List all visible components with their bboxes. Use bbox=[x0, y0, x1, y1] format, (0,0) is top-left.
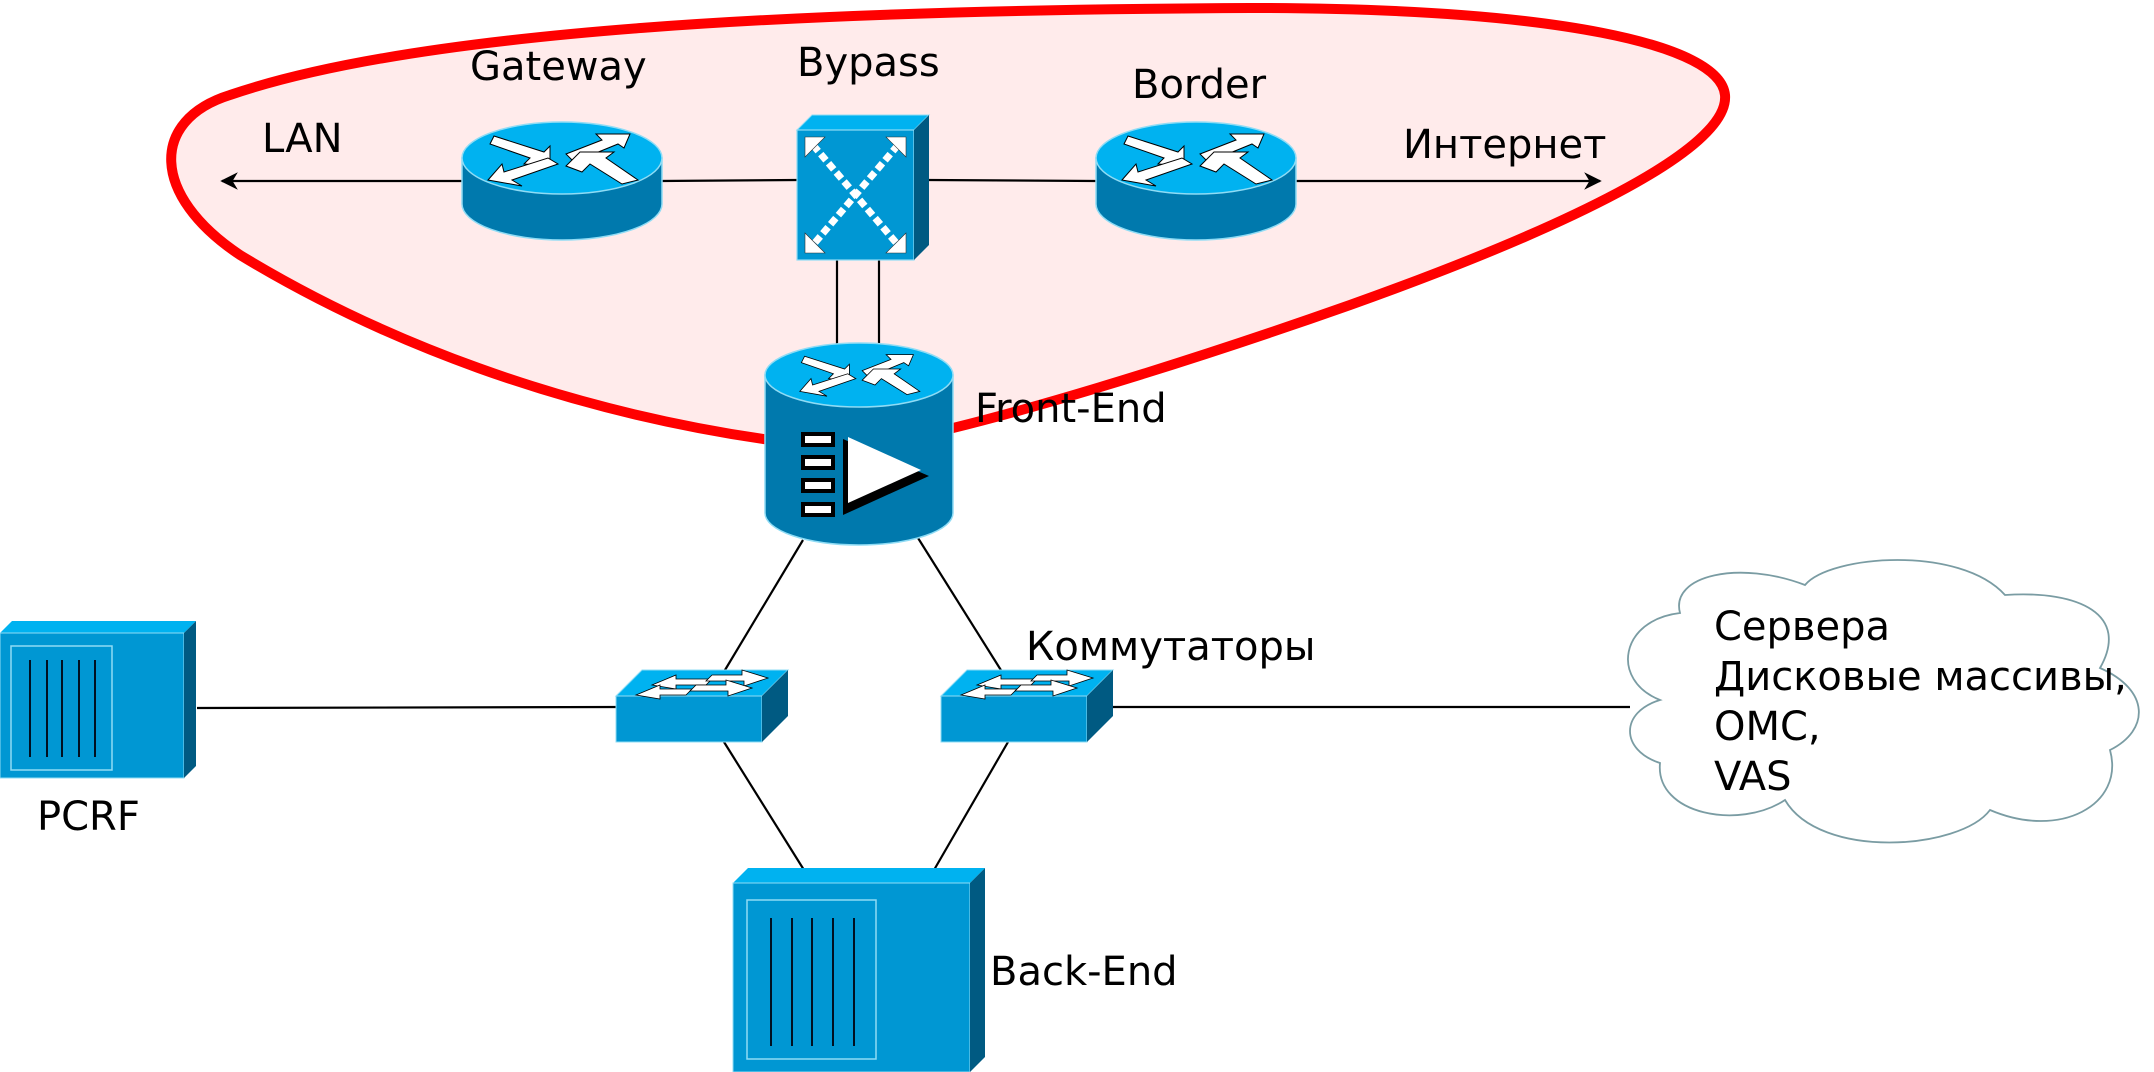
pcrf-label: PCRF bbox=[37, 794, 140, 840]
cloud-line-omc: OMC, bbox=[1714, 704, 1821, 750]
border-label: Border bbox=[1132, 62, 1267, 108]
link-switch-right-backend bbox=[933, 741, 1009, 871]
cloud-line-servers: Сервера bbox=[1714, 604, 1890, 650]
cloud-text: Сервера Дисковые массивы, OMC, VAS bbox=[1714, 604, 2127, 800]
switch-right-icon[interactable] bbox=[940, 669, 1114, 743]
gateway-router-icon[interactable] bbox=[461, 121, 663, 241]
link-bypass-border bbox=[927, 178, 1097, 183]
cloud-line-vas: VAS bbox=[1714, 754, 1792, 800]
border-router-icon[interactable] bbox=[1095, 121, 1297, 241]
link-gateway-bypass bbox=[659, 178, 799, 183]
bypass-label: Bypass bbox=[797, 40, 940, 86]
lan-label: LAN bbox=[262, 116, 343, 162]
link-switch-left-backend bbox=[723, 741, 805, 871]
pcrf-server-icon[interactable] bbox=[0, 621, 196, 779]
front-end-router-icon[interactable] bbox=[764, 342, 954, 546]
cloud-line-disk-arrays: Дисковые массивы, bbox=[1714, 654, 2127, 700]
link-frontend-switch-right bbox=[917, 537, 1005, 676]
gateway-label: Gateway bbox=[470, 44, 647, 90]
front-end-label: Front-End bbox=[975, 386, 1167, 432]
switch-left-icon[interactable] bbox=[615, 669, 789, 743]
back-end-server-icon[interactable] bbox=[732, 868, 985, 1072]
core-zone-outline bbox=[166, 2, 1731, 450]
switches-label: Коммутаторы bbox=[1026, 624, 1315, 670]
link-pcrf-switch-left bbox=[196, 705, 623, 710]
internet-label: Интернет bbox=[1403, 122, 1606, 168]
back-end-label: Back-End bbox=[990, 949, 1178, 995]
links bbox=[196, 172, 1630, 871]
services-cloud-icon[interactable] bbox=[1627, 559, 2140, 844]
bypass-switch-icon[interactable] bbox=[795, 114, 931, 261]
link-frontend-switch-left bbox=[721, 539, 804, 676]
